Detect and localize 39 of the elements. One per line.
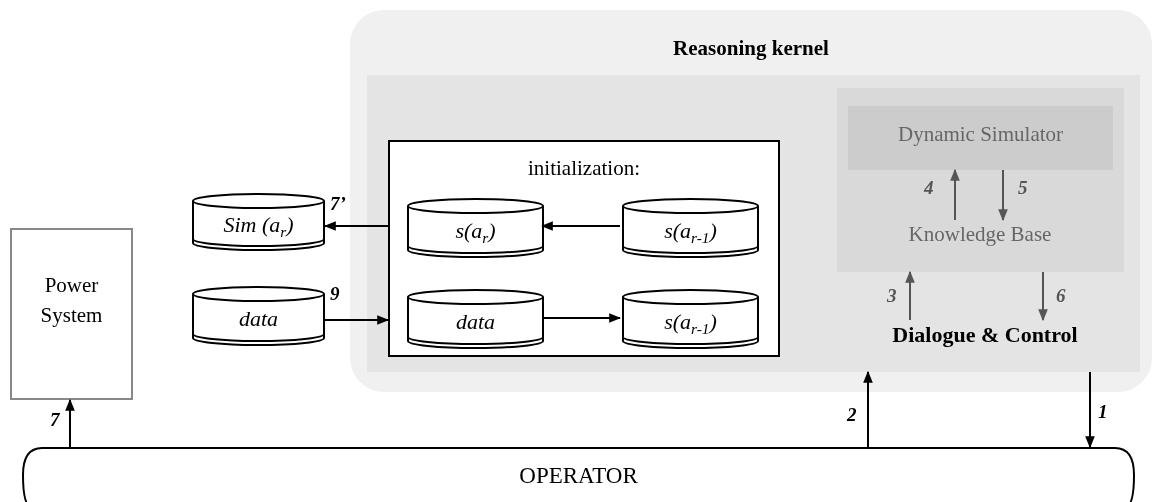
node-label: Power System: [39, 272, 104, 329]
arrow: [863, 370, 873, 448]
cylinder-label: s(a$_{r-1}$): [663, 309, 718, 335]
background-panel: [367, 75, 1140, 372]
arrow: [540, 221, 621, 231]
node-label: Knowledge Base: [907, 222, 1053, 247]
node-label: Dynamic Simulator: [896, 122, 1065, 147]
background-panel: [837, 88, 1124, 272]
kernel-panel: [350, 10, 1152, 392]
arrow: [65, 398, 75, 448]
cylinder-label: Sim (a$_{r}$): [222, 212, 295, 238]
arrow: [1085, 371, 1095, 449]
arrow: [950, 168, 960, 221]
edge-label: 1: [1098, 402, 1108, 422]
edge-label: 7’: [330, 194, 346, 214]
cylinder-label: data: [237, 306, 280, 332]
node-label: OPERATOR: [518, 463, 639, 489]
arrow: [323, 221, 389, 231]
cylinder-label: s(a$_{r}$): [454, 218, 497, 244]
edge-label: 5: [1018, 178, 1028, 198]
node-label: initialization:: [527, 156, 641, 181]
simulator-box: [848, 106, 1113, 170]
initialization-box: [388, 140, 780, 357]
heading-text: Dialogue & Control: [891, 322, 1079, 348]
cylinder-label: s(a$_{r-1}$): [663, 218, 718, 244]
arrow: [998, 169, 1008, 222]
cylinder-label: data: [454, 309, 497, 335]
arrow: [905, 270, 915, 321]
system-box: [10, 228, 133, 400]
panel-title: Reasoning kernel: [672, 36, 830, 61]
edge-label: 7: [50, 410, 60, 430]
arrow: [324, 315, 390, 325]
arrow: [541, 313, 622, 323]
edge-label: 9: [330, 284, 340, 304]
edge-label: 2: [847, 405, 857, 425]
edge-label: 3: [887, 286, 897, 306]
edge-label: 4: [924, 178, 934, 198]
arrow: [1038, 271, 1048, 322]
edge-label: 6: [1056, 286, 1066, 306]
